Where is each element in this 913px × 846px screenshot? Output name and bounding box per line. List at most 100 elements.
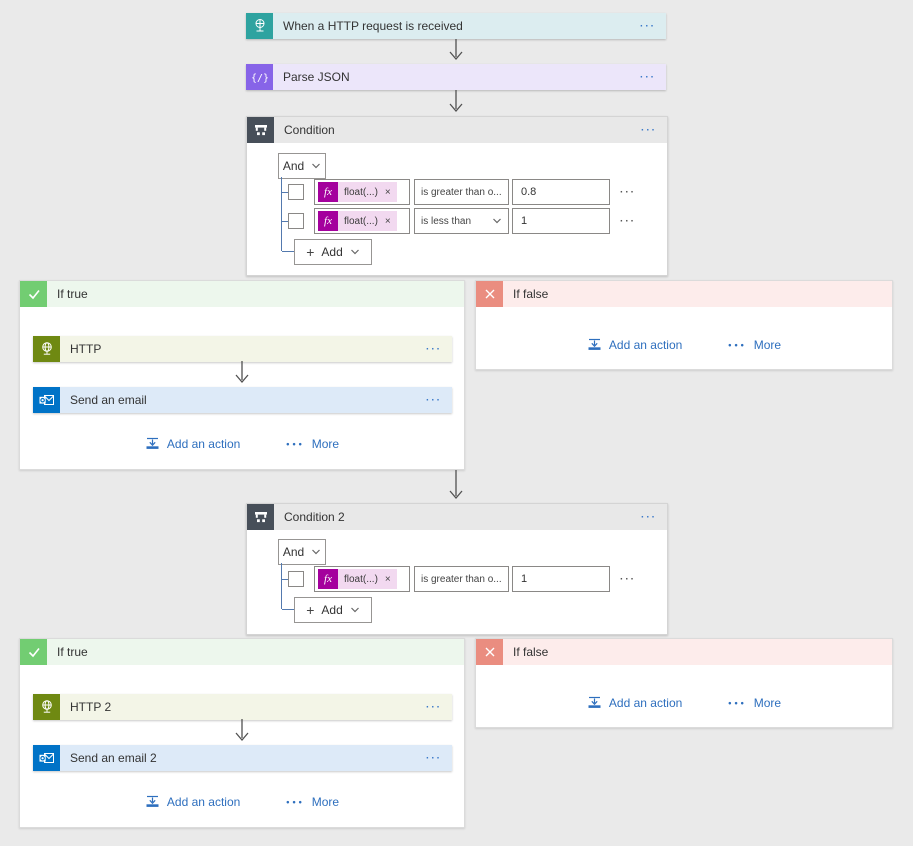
row-checkbox[interactable] [288,213,304,229]
add-action-icon [588,338,601,350]
add-button-label: Add [321,245,343,259]
value-input[interactable]: 1 [512,566,610,592]
operand-token-label: float(...) [344,186,378,198]
row-menu-ellipsis[interactable]: ··· [620,215,636,227]
more-dots-icon: ••• [286,438,305,449]
operand-token-chip[interactable]: float(...) × [338,182,397,202]
operand-field[interactable]: fx float(...) × [314,208,410,234]
more-label: More [753,337,782,352]
operator-dropdown[interactable]: is greater than o... [414,566,509,592]
trigger-card-http-request[interactable]: When a HTTP request is received ··· [246,13,666,39]
send-email-action-card[interactable]: Send an email ··· [33,387,452,413]
chevron-down-icon [312,163,321,169]
plus-icon: + [306,602,315,618]
parse-json-card[interactable]: {/} Parse JSON ··· [246,64,666,90]
condition-2-title: Condition 2 [284,510,345,524]
operand-token-chip[interactable]: float(...) × [338,569,397,589]
http-request-icon [246,13,273,39]
send-email-2-menu-ellipsis[interactable]: ··· [426,752,442,764]
operator-dropdown[interactable]: is greater than o... [414,179,509,205]
condition-tree-line [282,192,288,193]
add-action-button[interactable]: Add an action [587,695,682,710]
more-button[interactable]: ••• More [286,795,339,809]
trigger-menu-ellipsis[interactable]: ··· [640,20,656,32]
plus-icon: + [306,244,315,260]
branch-footer: Add an action ••• More [476,695,892,710]
row-menu-ellipsis[interactable]: ··· [620,573,636,585]
send-email-title: Send an email [70,393,147,407]
add-action-button[interactable]: Add an action [587,337,682,352]
more-button[interactable]: ••• More [728,338,781,352]
http-2-menu-ellipsis[interactable]: ··· [426,701,442,713]
more-label: More [753,695,782,710]
send-email-menu-ellipsis[interactable]: ··· [426,394,442,406]
more-label: More [311,436,340,451]
parse-json-menu-ellipsis[interactable]: ··· [640,71,656,83]
add-action-icon [588,696,601,708]
join-operator-dropdown[interactable]: And [278,153,326,179]
row-checkbox[interactable] [288,571,304,587]
send-email-2-action-card[interactable]: Send an email 2 ··· [33,745,452,771]
add-condition-button[interactable]: + Add [294,597,372,623]
remove-token-icon[interactable]: × [384,573,391,585]
fx-icon: fx [318,182,338,202]
condition-tree-line [282,221,288,222]
condition-2-header[interactable]: Condition 2 ··· [247,504,667,530]
more-dots-icon: ••• [728,339,747,350]
operand-field[interactable]: fx float(...) × [314,566,410,592]
condition-tree-line [282,579,288,580]
condition-tree-line [282,609,294,610]
value-input[interactable]: 1 [512,208,610,234]
add-button-label: Add [321,603,343,617]
more-button[interactable]: ••• More [286,437,339,451]
chevron-down-icon [350,249,359,255]
remove-token-icon[interactable]: × [384,186,391,198]
value-input[interactable]: 0.8 [512,179,610,205]
if-false-1-label: If false [513,287,549,301]
value-text: 1 [521,215,528,227]
more-label: More [311,794,340,809]
if-true-branch-2: If true HTTP 2 ··· [19,638,465,828]
row-menu-ellipsis[interactable]: ··· [620,186,636,198]
add-action-label: Add an action [166,436,241,451]
condition-1-header[interactable]: Condition ··· [247,117,667,143]
condition-1-title: Condition [284,123,335,137]
http-2-action-title: HTTP 2 [70,700,112,714]
condition-row: fx float(...) × is greater than o... 1 ·… [288,566,636,592]
operand-token-chip[interactable]: float(...) × [338,211,397,231]
add-action-button[interactable]: Add an action [145,436,240,451]
add-action-label: Add an action [608,337,683,352]
chevron-down-icon [350,607,359,613]
chevron-down-icon [493,218,501,224]
add-action-button[interactable]: Add an action [145,794,240,809]
remove-token-icon[interactable]: × [384,215,391,227]
add-condition-button[interactable]: + Add [294,239,372,265]
operand-field[interactable]: fx float(...) × [314,179,410,205]
http-2-action-card[interactable]: HTTP 2 ··· [33,694,452,720]
more-dots-icon: ••• [286,796,305,807]
condition-row: fx float(...) × is greater than o... 0.8… [288,179,636,205]
more-dots-icon: ••• [728,697,747,708]
branch-footer: Add an action ••• More [20,794,464,809]
http-action-menu-ellipsis[interactable]: ··· [426,343,442,355]
condition-tree-line [281,563,282,609]
outlook-icon [33,387,60,413]
if-true-branch-1: If true HTTP ··· [19,280,465,470]
http-action-card[interactable]: HTTP ··· [33,336,452,362]
condition-2-menu-ellipsis[interactable]: ··· [641,511,657,523]
operator-dropdown[interactable]: is less than [414,208,509,234]
condition-1-menu-ellipsis[interactable]: ··· [641,124,657,136]
join-operator-dropdown[interactable]: And [278,539,326,565]
operator-value: is greater than o... [421,186,502,198]
add-action-label: Add an action [608,695,683,710]
if-false-2-header: If false [476,639,892,665]
parse-json-title: Parse JSON [283,70,350,84]
if-true-1-label: If true [57,287,88,301]
if-true-2-label: If true [57,645,88,659]
http-globe-icon [33,336,60,362]
row-checkbox[interactable] [288,184,304,200]
more-button[interactable]: ••• More [728,696,781,710]
if-true-1-header: If true [20,281,464,307]
fx-icon: fx [318,211,338,231]
